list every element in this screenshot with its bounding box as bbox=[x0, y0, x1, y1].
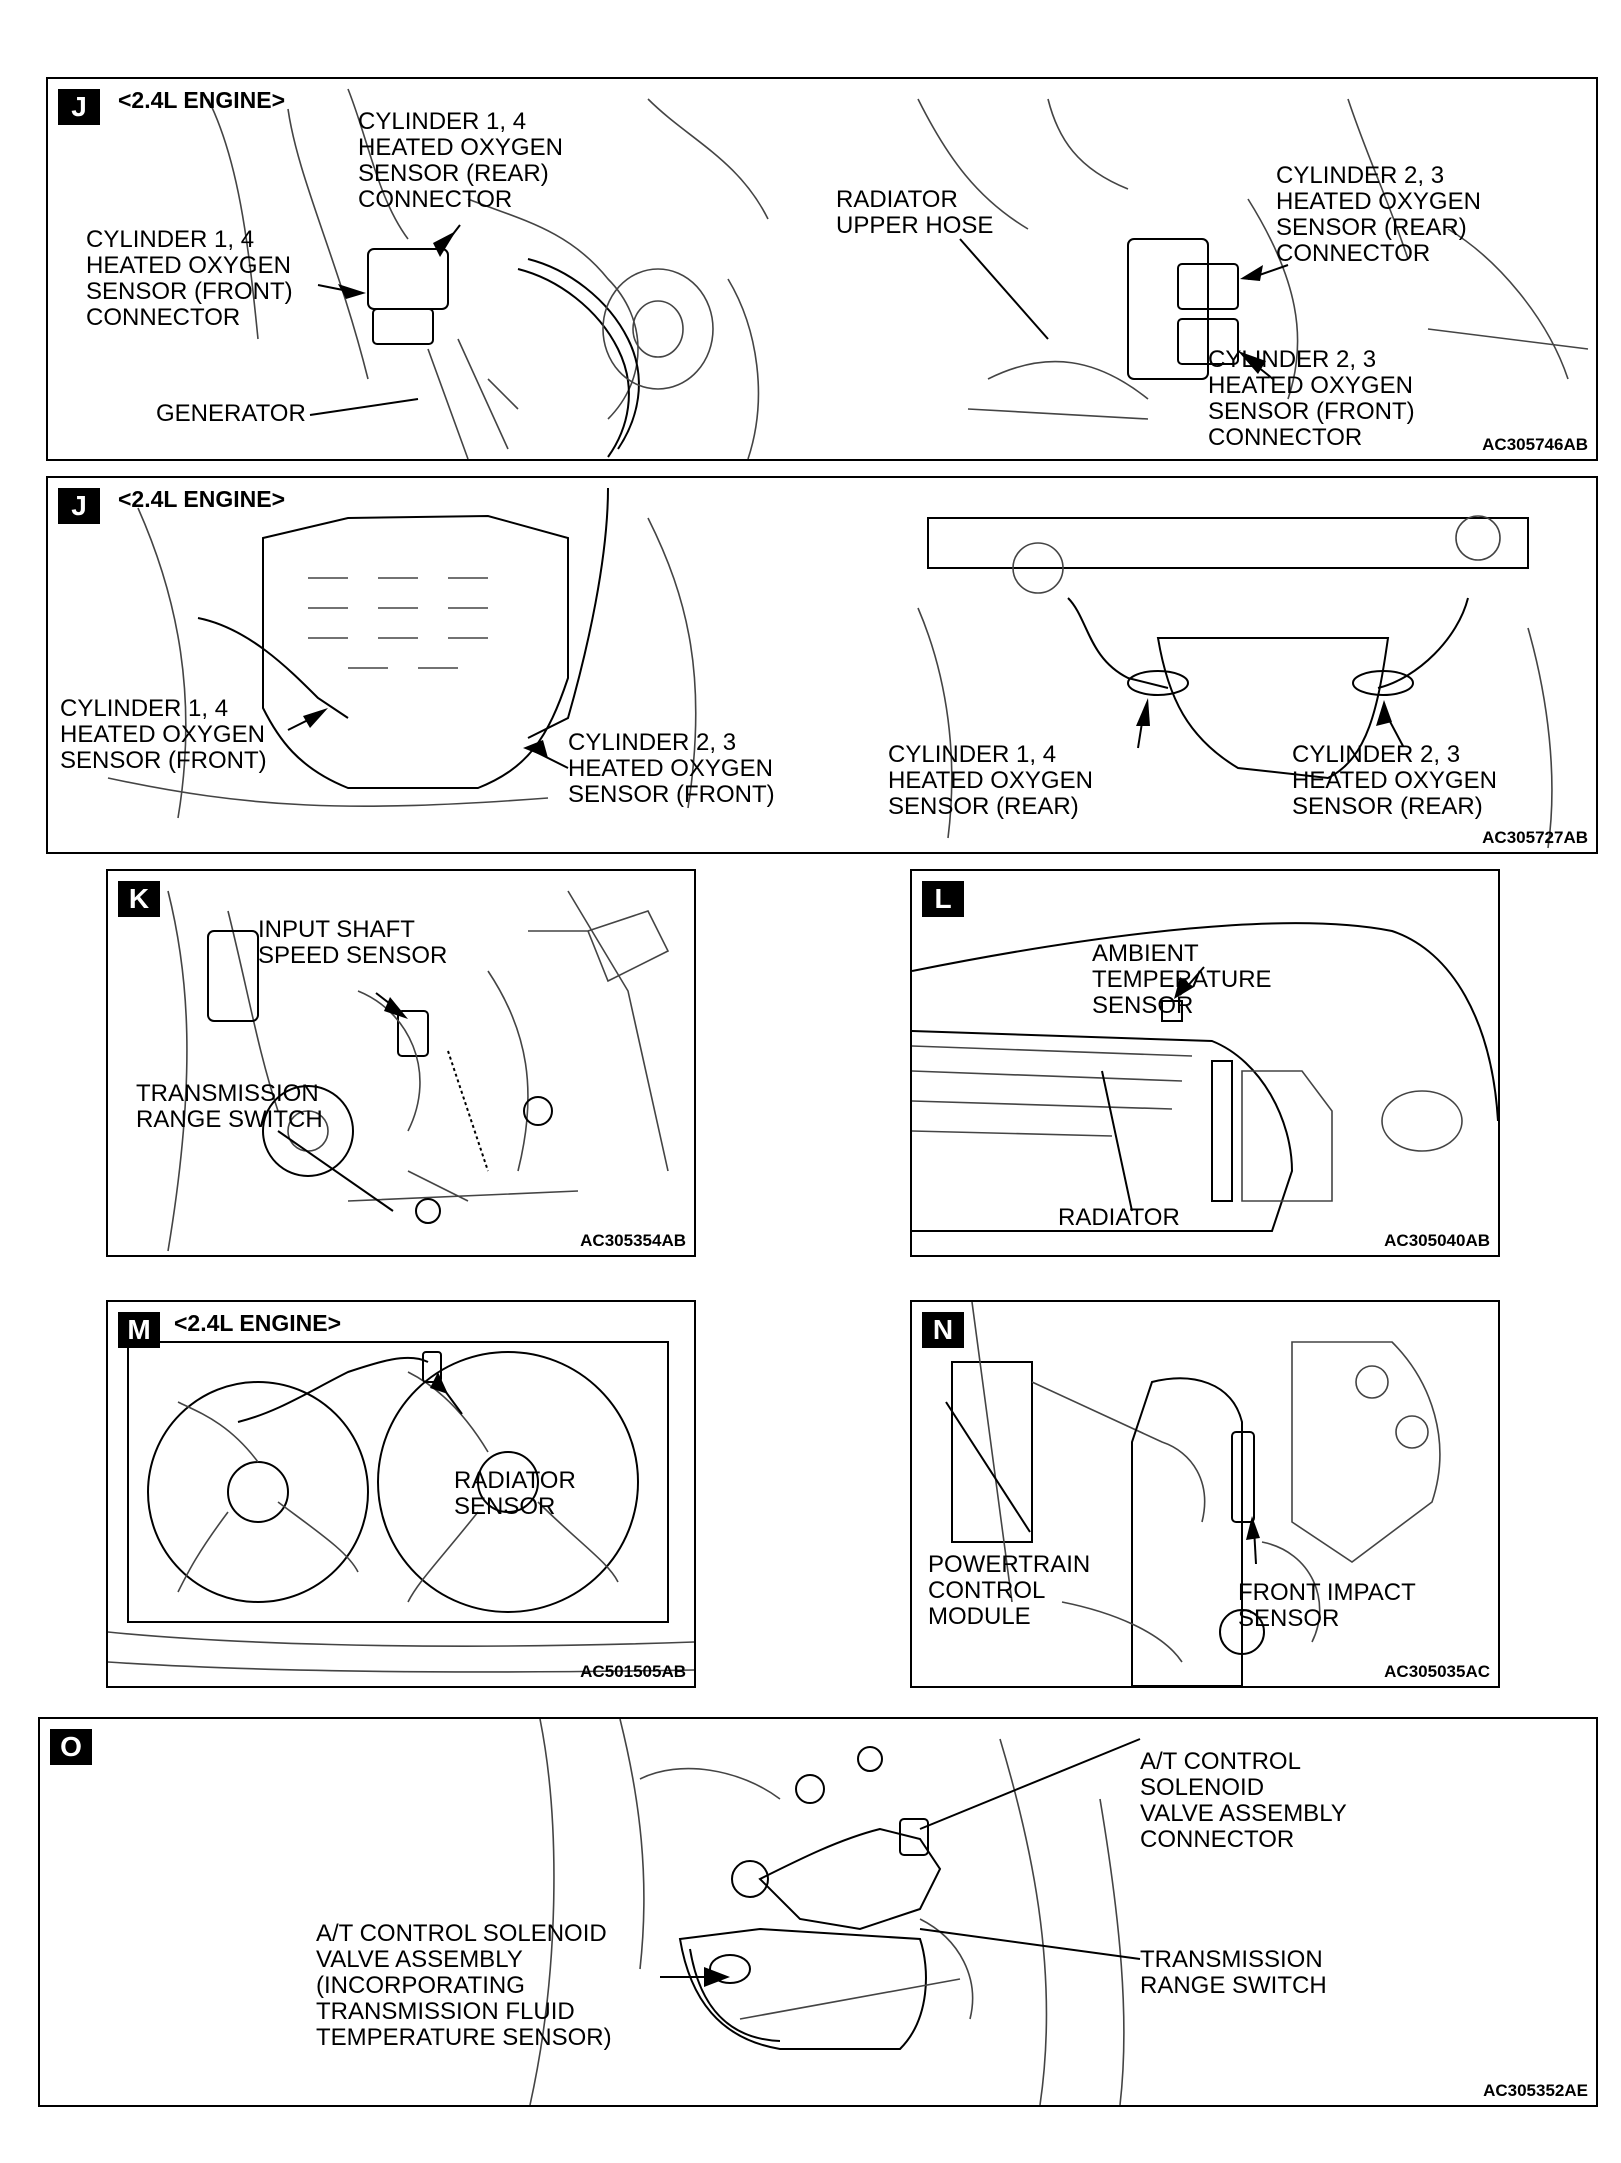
transmission-range-switch-label: TRANSMISSION RANGE SWITCH bbox=[1140, 1946, 1327, 1999]
cyl23-rear-sensor-label: CYLINDER 2, 3 HEATED OXYGEN SENSOR (REAR… bbox=[1292, 741, 1497, 820]
panel-n-tag: N bbox=[922, 1312, 964, 1348]
cyl14-rear-sensor-label: CYLINDER 1, 4 HEATED OXYGEN SENSOR (REAR… bbox=[888, 741, 1093, 820]
panel-n-illustration bbox=[945, 1302, 1441, 1686]
figure-code: AC305352AE bbox=[1483, 2081, 1588, 2100]
panel-l-illustration bbox=[912, 922, 1498, 1232]
radiator-upper-hose-label: RADIATOR UPPER HOSE bbox=[836, 186, 994, 239]
panel-l-tag: L bbox=[922, 881, 964, 917]
front-impact-sensor-label: FRONT IMPACT SENSOR bbox=[1238, 1579, 1416, 1632]
panel-o-illustration bbox=[529, 1719, 1141, 2105]
radiator-sensor-label: RADIATOR SENSOR bbox=[454, 1467, 576, 1520]
figure-code: AC305035AC bbox=[1384, 1662, 1490, 1681]
powertrain-control-module-label: POWERTRAIN CONTROL MODULE bbox=[928, 1551, 1091, 1630]
panel-l: L AMBIENT TEMPERATURE SENSOR RADIATOR AC… bbox=[910, 869, 1500, 1257]
input-shaft-speed-sensor-label: INPUT SHAFT SPEED SENSOR bbox=[258, 916, 448, 969]
figure-code: AC305354AB bbox=[580, 1231, 686, 1250]
cyl23-front-sensor-label: CYLINDER 2, 3 HEATED OXYGEN SENSOR (FRON… bbox=[568, 729, 775, 808]
ambient-temperature-sensor-label: AMBIENT TEMPERATURE SENSOR bbox=[1092, 940, 1272, 1019]
cyl14-front-connector-label: CYLINDER 1, 4 HEATED OXYGEN SENSOR (FRON… bbox=[86, 226, 293, 331]
panel-j-connectors: J <2.4L ENGINE> CYLINDER 1, 4 HEATED OXY… bbox=[46, 77, 1598, 461]
panel-m-tag: M bbox=[118, 1312, 160, 1348]
panel-k: K INPUT SHAFT SPEED SENSOR TRANSMISSION … bbox=[106, 869, 696, 1257]
engine-label: <2.4L ENGINE> bbox=[174, 1310, 342, 1336]
panel-j-sensors-illustration bbox=[107, 487, 1553, 849]
panel-n: N POWERTRAIN CONTROL MODULE FRONT IMPACT… bbox=[910, 1300, 1500, 1688]
solenoid-valve-connector-label: A/T CONTROL SOLENOID VALVE ASSEMBLY CONN… bbox=[1140, 1748, 1347, 1853]
panel-j-sensors: J <2.4L ENGINE> CYLINDER 1, 4 HEATED OXY… bbox=[46, 476, 1598, 854]
cyl14-rear-connector-label: CYLINDER 1, 4 HEATED OXYGEN SENSOR (REAR… bbox=[358, 108, 563, 213]
figure-code: AC501505AB bbox=[580, 1662, 686, 1681]
engine-label: <2.4L ENGINE> bbox=[118, 486, 286, 512]
figure-code: AC305746AB bbox=[1482, 435, 1588, 454]
panel-k-illustration bbox=[167, 890, 670, 1252]
panel-o: O A/T CONTROL SOLENOID VALVE ASSEMBLY CO… bbox=[38, 1717, 1598, 2107]
transmission-range-switch-label: TRANSMISSION RANGE SWITCH bbox=[136, 1080, 323, 1133]
panel-m: M <2.4L ENGINE> RADIATOR SENSOR AC501505… bbox=[106, 1300, 696, 1688]
engine-label: <2.4L ENGINE> bbox=[118, 87, 286, 113]
panel-m-illustration bbox=[108, 1341, 694, 1673]
panel-j2-tag: J bbox=[58, 488, 100, 524]
cyl23-rear-connector-label: CYLINDER 2, 3 HEATED OXYGEN SENSOR (REAR… bbox=[1276, 162, 1481, 267]
radiator-label: RADIATOR bbox=[1058, 1204, 1180, 1231]
figure-code: AC305040AB bbox=[1384, 1231, 1490, 1250]
panel-o-tag: O bbox=[50, 1729, 92, 1765]
figure-code: AC305727AB bbox=[1482, 828, 1588, 847]
cyl14-front-sensor-label: CYLINDER 1, 4 HEATED OXYGEN SENSOR (FRON… bbox=[60, 695, 267, 774]
solenoid-valve-assembly-label: A/T CONTROL SOLENOID VALVE ASSEMBLY (INC… bbox=[316, 1920, 612, 2051]
panel-k-tag: K bbox=[118, 881, 160, 917]
panel-j-tag: J bbox=[58, 89, 100, 125]
cyl23-front-connector-label: CYLINDER 2, 3 HEATED OXYGEN SENSOR (FRON… bbox=[1208, 346, 1415, 451]
generator-label: GENERATOR bbox=[156, 400, 306, 427]
panel-j-connectors-illustration bbox=[207, 88, 1589, 459]
